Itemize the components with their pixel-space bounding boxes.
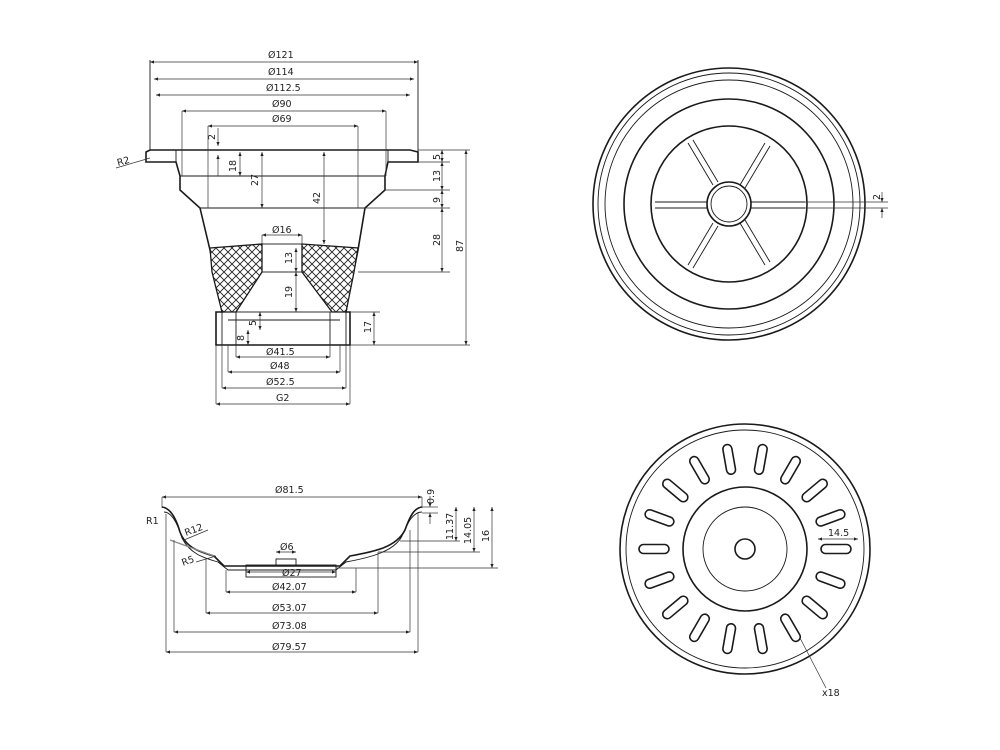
dim-h2: 2 bbox=[207, 134, 218, 140]
dim-d42-07: Ø42.07 bbox=[272, 582, 307, 593]
dim-d79-57: Ø79.57 bbox=[272, 642, 307, 653]
dim-h18: 18 bbox=[228, 160, 239, 172]
basket-slot bbox=[753, 622, 768, 655]
slots bbox=[638, 443, 852, 655]
dim-h42: 42 bbox=[312, 192, 323, 204]
dim-r5b: R5 bbox=[180, 554, 196, 569]
basket-slot bbox=[815, 571, 846, 590]
dim-h16: 16 bbox=[481, 530, 492, 542]
basket-slot bbox=[661, 478, 689, 503]
dim-d41-5: Ø41.5 bbox=[266, 347, 295, 358]
dim-slot-count: x18 bbox=[822, 688, 840, 699]
dim-d121: Ø121 bbox=[268, 50, 294, 61]
basket-slot bbox=[638, 543, 670, 555]
dim-gap2: 2 bbox=[872, 194, 883, 200]
dim-r28: 28 bbox=[432, 234, 443, 246]
basket-slot bbox=[779, 455, 802, 485]
basket-slot bbox=[753, 443, 768, 476]
basket-slot bbox=[815, 508, 846, 527]
dim-r5: 5 bbox=[432, 154, 443, 160]
basket-slot bbox=[779, 613, 802, 643]
dim-d48: Ø48 bbox=[270, 361, 290, 372]
basket-slot bbox=[688, 613, 711, 643]
dim-h27: 27 bbox=[250, 174, 261, 186]
dim-d53-07: Ø53.07 bbox=[272, 603, 307, 614]
dim-d73-08: Ø73.08 bbox=[272, 621, 307, 632]
dim-d69: Ø69 bbox=[272, 114, 292, 125]
basket-top-view: 14.5 x18 bbox=[619, 423, 871, 699]
dim-h5: 5 bbox=[248, 320, 259, 326]
dim-h0-9: 0.9 bbox=[426, 489, 437, 504]
dim-h14-05: 14.05 bbox=[463, 517, 474, 544]
dim-d6: Ø6 bbox=[280, 542, 294, 553]
dim-r87: 87 bbox=[455, 240, 466, 252]
dim-r2: R2 bbox=[116, 155, 131, 169]
spokes bbox=[655, 139, 805, 269]
basket-slot bbox=[801, 478, 829, 503]
dim-r13: 13 bbox=[432, 170, 443, 182]
dim-d52-5: Ø52.5 bbox=[266, 377, 295, 388]
dim-slot-14-5: 14.5 bbox=[828, 528, 849, 539]
dim-g2: G2 bbox=[276, 393, 289, 404]
basket-slot bbox=[722, 443, 737, 476]
dim-h8: 8 bbox=[236, 335, 247, 341]
dim-r12: R12 bbox=[183, 522, 204, 539]
dim-h19: 19 bbox=[284, 286, 295, 298]
section-view: Ø121 Ø114 Ø112.5 Ø90 Ø69 Ø16 2 18 27 bbox=[115, 50, 470, 406]
basket-section: Ø81.5 R1 R12 R5 Ø6 Ø27 Ø42.07 Ø53.07 Ø73… bbox=[146, 485, 498, 654]
dim-d114: Ø114 bbox=[268, 67, 294, 78]
basket-slot bbox=[722, 622, 737, 655]
dim-d27: Ø27 bbox=[282, 568, 302, 579]
basket-slot bbox=[820, 543, 852, 555]
dim-r17: 17 bbox=[363, 321, 374, 333]
dim-d16: Ø16 bbox=[272, 225, 292, 236]
dim-r1: R1 bbox=[146, 516, 159, 527]
dim-d81-5: Ø81.5 bbox=[275, 485, 304, 496]
basket-slot bbox=[688, 455, 711, 485]
dim-d112-5: Ø112.5 bbox=[266, 83, 301, 94]
dim-h13: 13 bbox=[284, 252, 295, 264]
top-view: 2 bbox=[592, 67, 888, 341]
dim-h11-37: 11.37 bbox=[445, 513, 456, 540]
dim-d90: Ø90 bbox=[272, 99, 292, 110]
basket-slot bbox=[801, 595, 829, 620]
basket-slot bbox=[661, 595, 689, 620]
basket-slot bbox=[644, 571, 675, 590]
basket-slot bbox=[644, 508, 675, 527]
dim-r9: 9 bbox=[432, 197, 443, 203]
